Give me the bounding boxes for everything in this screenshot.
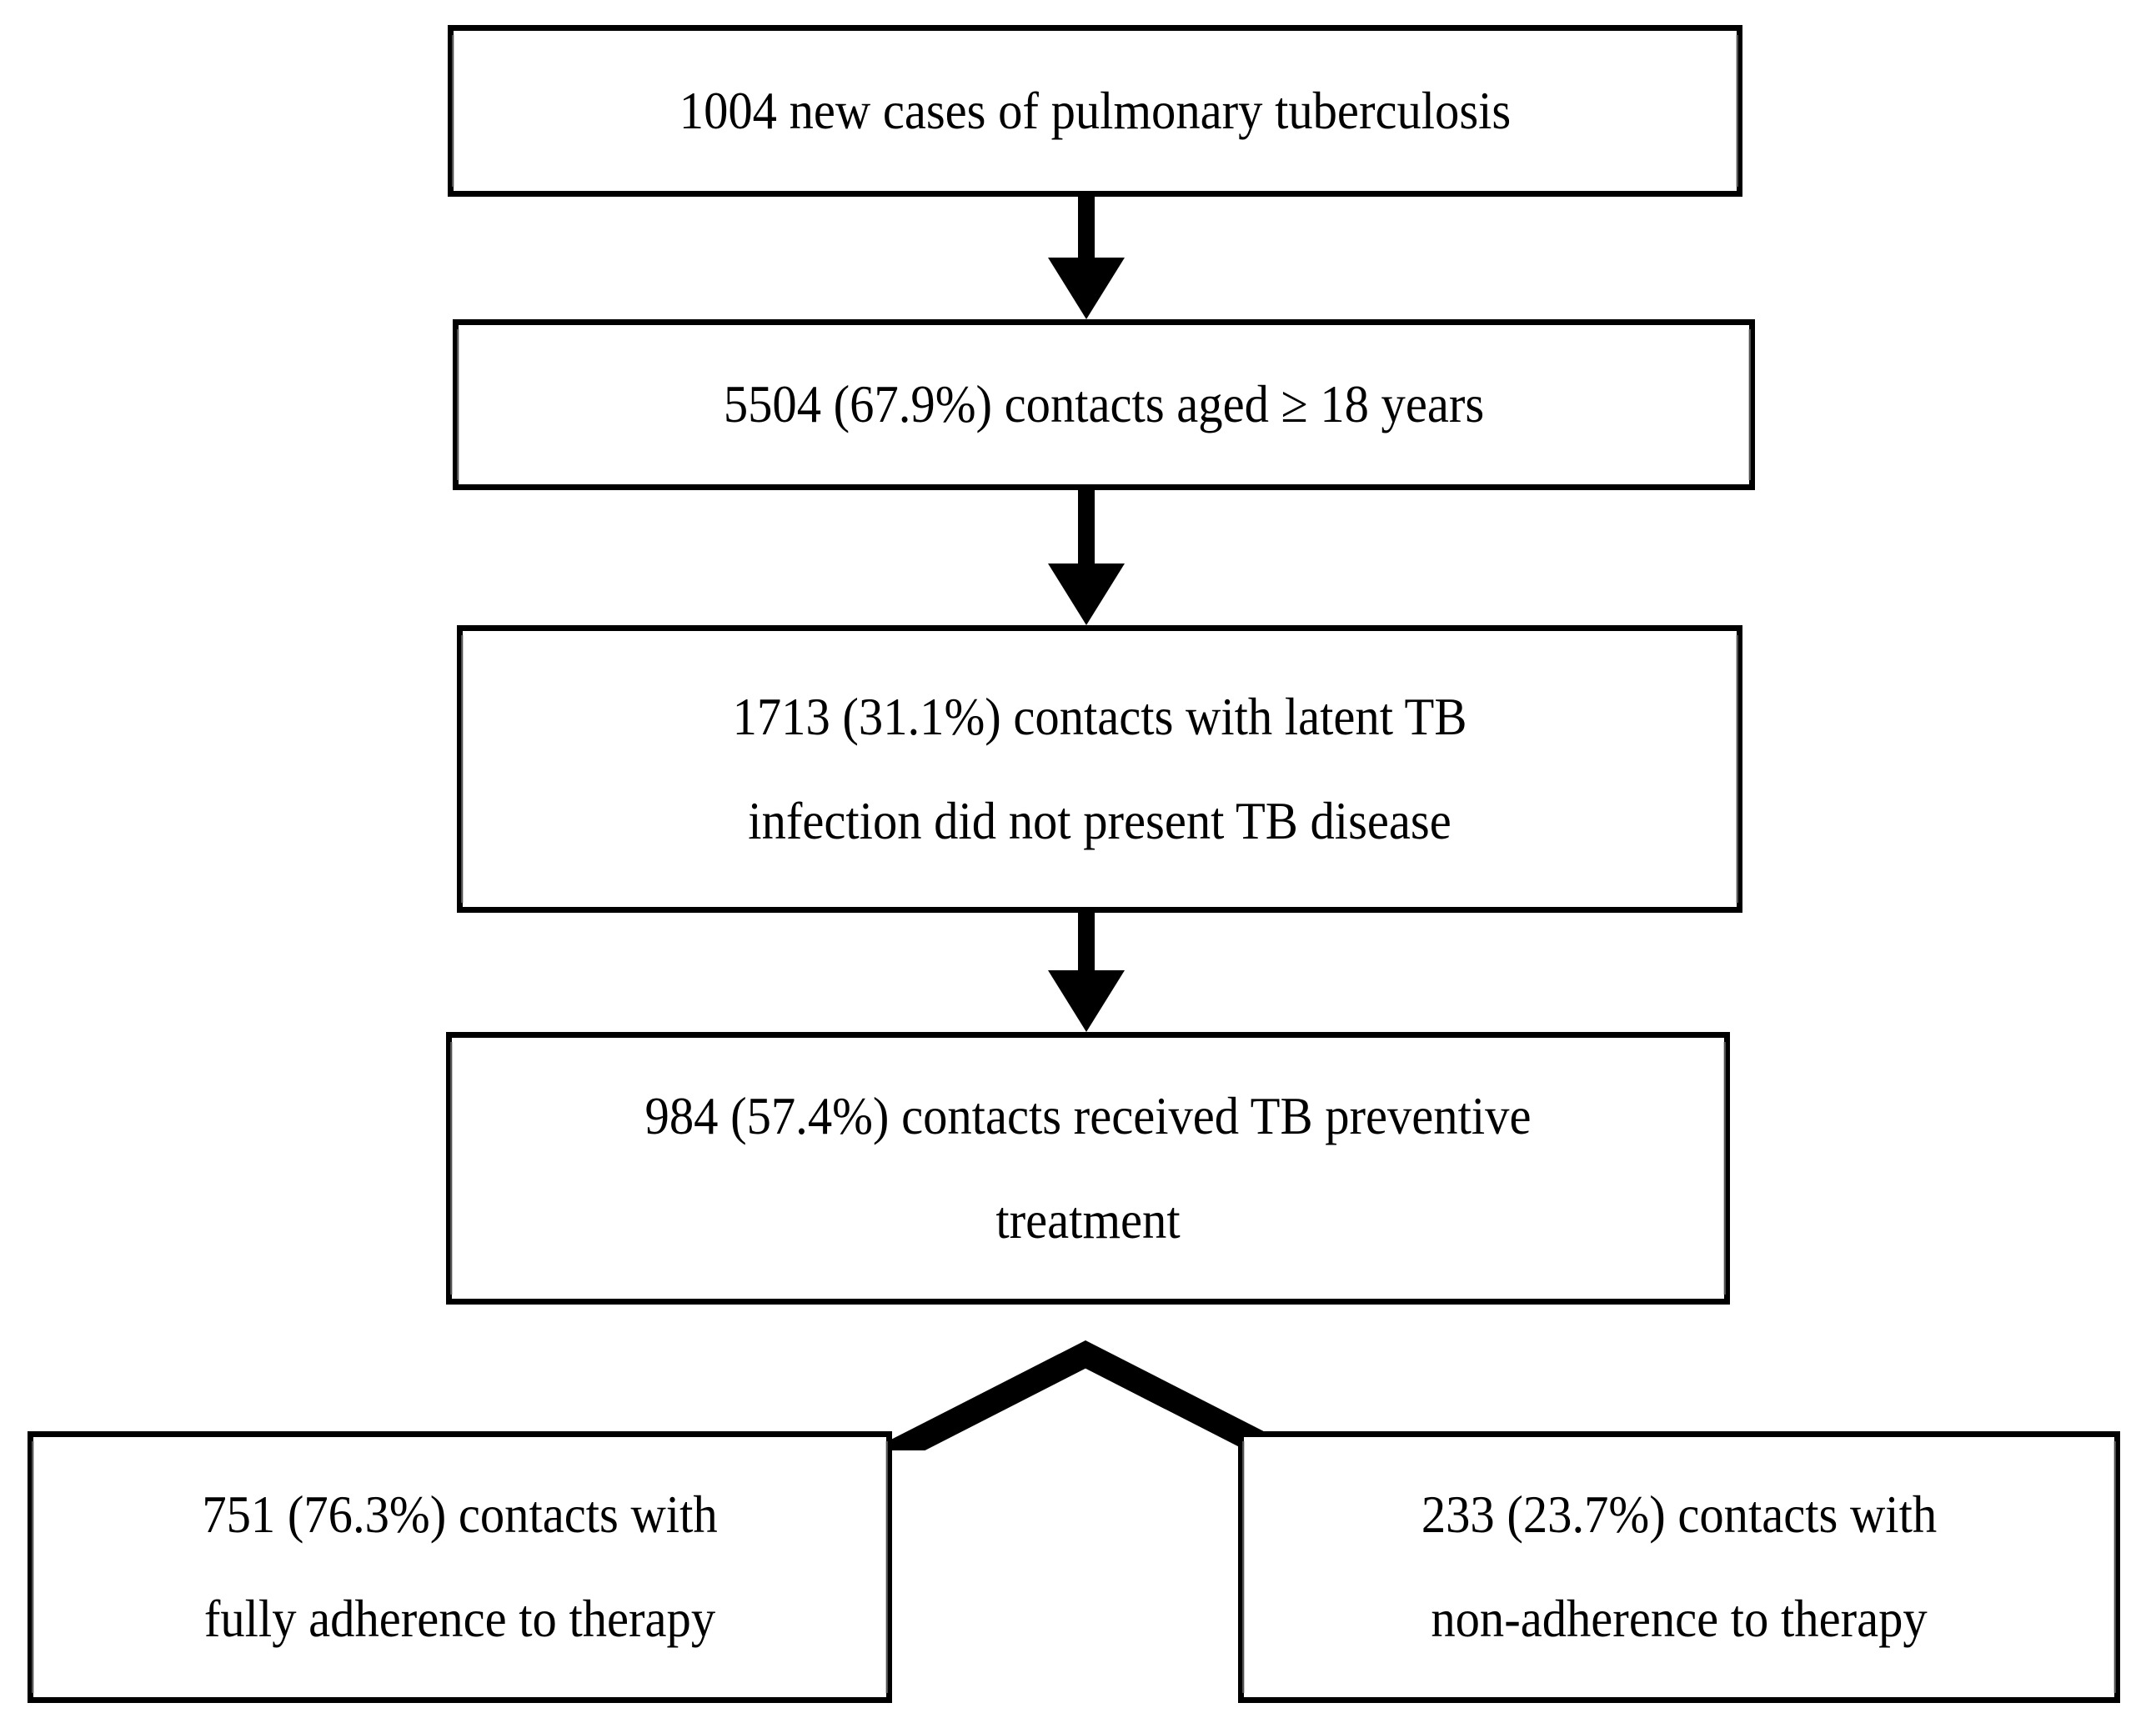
arrow-cases-to-contacts: [1036, 197, 1136, 319]
arrow-shaft: [1078, 197, 1095, 263]
arrow-head-down-icon: [1048, 563, 1125, 625]
node-preventive-treatment-line-1: 984 (57.4%) contacts received TB prevent…: [644, 1086, 1532, 1145]
node-preventive-treatment: 984 (57.4%) contacts received TB prevent…: [446, 1032, 1730, 1305]
split-arrow-svg: [870, 1340, 1301, 1450]
arrow-contacts-to-latent: [1036, 490, 1136, 625]
node-full-adherence-line-1: 751 (76.3%) contacts with: [202, 1485, 718, 1544]
arrow-split-treatment-to-outcomes: [0, 1300, 2156, 1450]
node-latent-tb-infection-line-2: infection did not present TB disease: [748, 791, 1452, 850]
arrow-latent-to-treatment: [1036, 913, 1136, 1032]
arrow-shaft: [1078, 490, 1095, 567]
node-non-adherence: 233 (23.7%) contacts with non-adherence …: [1238, 1431, 2120, 1703]
node-preventive-treatment-line-2: treatment: [995, 1190, 1181, 1250]
node-full-adherence: 751 (76.3%) contacts with fully adherenc…: [28, 1431, 892, 1703]
node-latent-tb-infection-line-1: 1713 (31.1%) contacts with latent TB: [732, 687, 1467, 746]
node-latent-tb-infection: 1713 (31.1%) contacts with latent TB inf…: [457, 625, 1742, 913]
node-adult-contacts-line-1: 5504 (67.9%) contacts aged ≥ 18 years: [723, 375, 1485, 433]
arrow-head-down-icon: [1048, 970, 1125, 1032]
node-new-cases: 1004 new cases of pulmonary tuberculosis: [448, 25, 1742, 197]
node-non-adherence-line-2: non-adherence to therapy: [1431, 1590, 1928, 1648]
arrow-head-down-icon: [1048, 258, 1125, 319]
node-full-adherence-line-2: fully adherence to therapy: [203, 1590, 716, 1648]
node-new-cases-line-1: 1004 new cases of pulmonary tuberculosis: [679, 81, 1512, 140]
node-non-adherence-line-1: 233 (23.7%) contacts with: [1421, 1485, 1938, 1544]
arrow-shaft: [1078, 913, 1095, 976]
node-adult-contacts: 5504 (67.9%) contacts aged ≥ 18 years: [453, 319, 1755, 490]
arrow-left-shaft: [870, 1340, 1098, 1450]
arrow-right-shaft: [1073, 1340, 1301, 1450]
